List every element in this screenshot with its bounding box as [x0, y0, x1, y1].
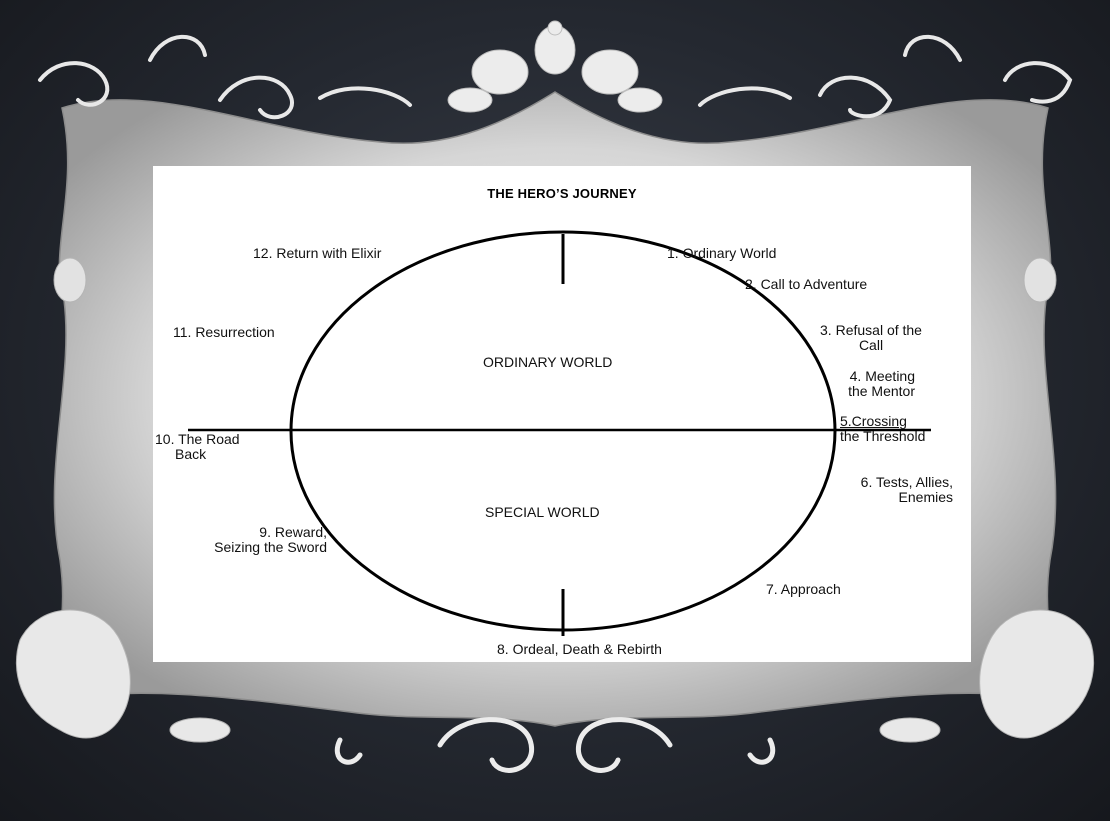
- bottom-corner-flourishes: [15, 609, 1095, 743]
- diagram-panel: THE HERO’S JOURNEY ORDINARY WORLD SPECIA…: [153, 166, 971, 662]
- stage-label-3: 3. Refusal of the Call: [796, 323, 946, 353]
- stage-label-10: 10. The Road Back: [155, 432, 273, 462]
- stage-label-1: 1. Ordinary World: [667, 245, 777, 261]
- side-flourishes: [53, 257, 1057, 303]
- stage-label-5: 5.Crossing the Threshold: [840, 414, 925, 444]
- stage-label-8: 8. Ordeal, Death & Rebirth: [497, 641, 662, 657]
- stage-label-6-line2: Enemies: [898, 489, 953, 505]
- scroll-ornament-top: [38, 34, 1073, 120]
- stage-label-4: 4. Meeting the Mentor: [793, 369, 915, 399]
- stage-label-9-line1: 9. Reward,: [259, 524, 327, 540]
- stage-label-9: 9. Reward, Seizing the Sword: [155, 525, 327, 555]
- stage-label-3-line2: Call: [858, 337, 884, 353]
- stage-label-4-line1: 4. Meeting: [849, 368, 915, 384]
- journey-diagram: [188, 230, 931, 636]
- stage-label-6: 6. Tests, Allies, Enemies: [803, 475, 953, 505]
- stage-label-5-line2: the Threshold: [840, 428, 926, 444]
- stage-label-2: 2. Call to Adventure: [745, 276, 868, 292]
- scroll-ornament-bottom: [335, 717, 775, 773]
- stage-label-10-line1: 10. The Road: [155, 431, 240, 447]
- diagram-title: THE HERO’S JOURNEY: [487, 186, 637, 201]
- center-flourish-top: [447, 20, 663, 113]
- stage-label-5-line1: 5.Crossing: [840, 413, 907, 429]
- region-ordinary-world: ORDINARY WORLD: [483, 354, 613, 370]
- stage-label-11: 11. Resurrection: [173, 324, 275, 340]
- region-special-world: SPECIAL WORLD: [485, 504, 600, 520]
- stage-label-9-line2: Seizing the Sword: [214, 539, 327, 555]
- stage-label-10-line2: Back: [175, 446, 207, 462]
- stage-label-7: 7. Approach: [766, 581, 841, 597]
- stage-label-12: 12. Return with Elixir: [253, 245, 382, 261]
- stage-label-4-line2: the Mentor: [848, 383, 915, 399]
- stage-label-6-line1: 6. Tests, Allies,: [860, 474, 953, 490]
- stage-label-3-line1: 3. Refusal of the: [820, 322, 922, 338]
